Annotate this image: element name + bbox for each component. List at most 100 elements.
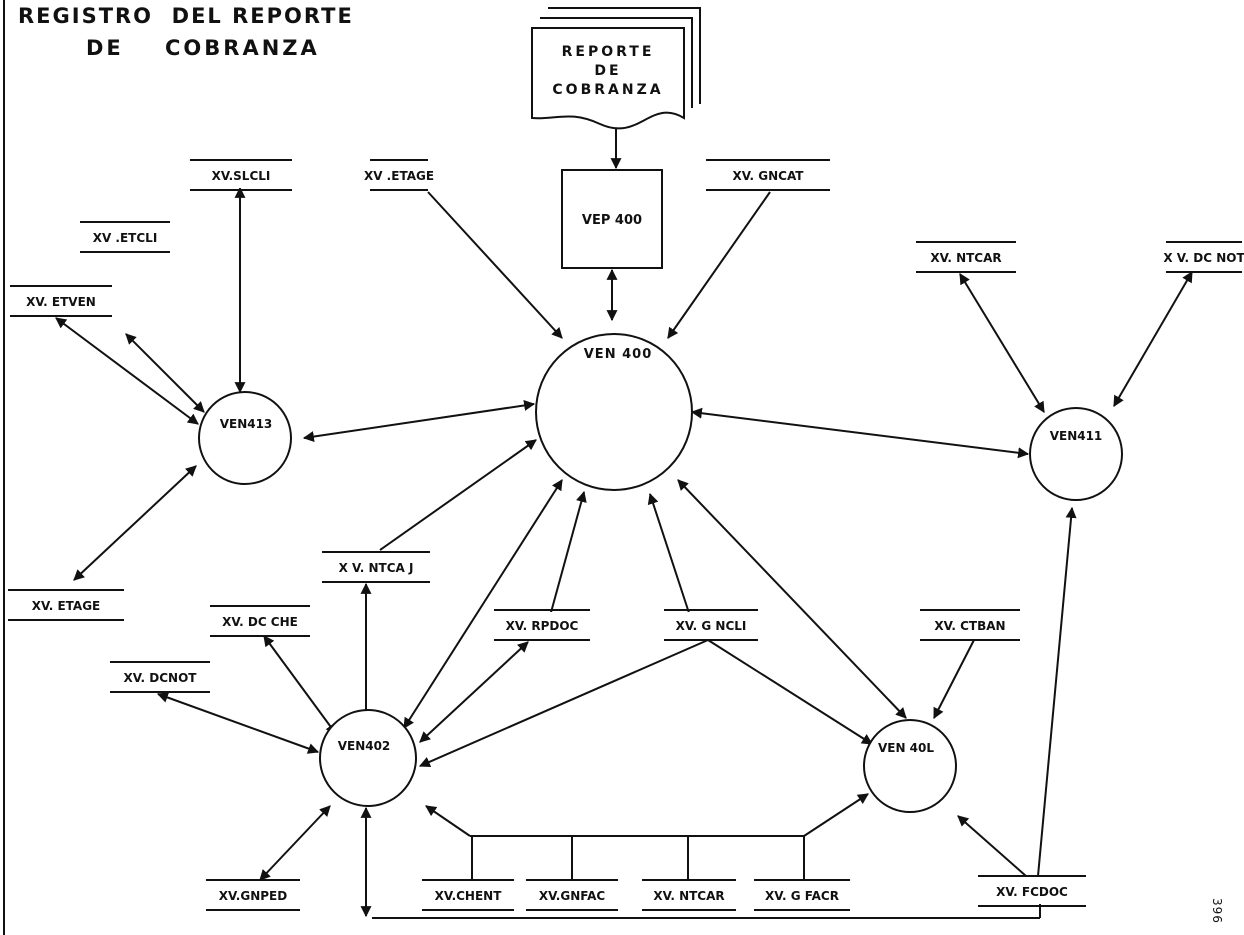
- flow-dcnot-ven402: [156, 692, 320, 754]
- store-label: XV. CTBAN: [934, 619, 1005, 633]
- process-ven411-circle: [1029, 407, 1123, 501]
- store-background: [8, 592, 124, 618]
- store-label: XV.GNPED: [219, 889, 287, 903]
- process-ven400-label: VEN 400: [584, 347, 652, 362]
- data-store-slcli: XV.SLCLI: [190, 159, 292, 191]
- flow-gncli-to-ven400: [647, 492, 691, 617]
- flow-etage-to-ven400: [427, 191, 563, 339]
- diagram-title-line-1: REGISTRO DEL REPORTE: [18, 4, 354, 28]
- store-label: XV. G NCLI: [676, 619, 747, 633]
- store-label: XV.GNFAC: [539, 889, 606, 903]
- flow-dcche-ven402: [263, 635, 337, 735]
- flow-ven400-ven411: [690, 407, 1030, 459]
- process-ven411-label: VEN411: [1050, 429, 1103, 443]
- store-background: [190, 162, 292, 188]
- data-store-etage-left: XV. ETAGE: [8, 589, 124, 621]
- flow-ntcar-ven411: [959, 273, 1045, 413]
- diagram-title-line-2: DE COBRANZA: [86, 36, 320, 60]
- document-line-3: COBRANZA: [552, 82, 663, 98]
- report-document: REPORTE DE COBRANZA: [531, 7, 701, 130]
- data-store-gfacr: XV. G FACR: [754, 879, 850, 911]
- flow-bus-to-ven401: [803, 793, 869, 837]
- flow-gncli-to-ven401: [707, 639, 873, 745]
- flow-ctban-to-ven401: [933, 639, 975, 719]
- store-label: XV .ETCLI: [93, 231, 158, 245]
- flow-etage-left-ven413: [73, 465, 197, 581]
- store-label: XV .ETAGE: [364, 169, 434, 183]
- flow-fcdoc-to-ven401: [957, 815, 1027, 877]
- store-background: [754, 882, 850, 908]
- flow-bus-to-ven402: [425, 805, 471, 837]
- store-label: XV. ETVEN: [26, 295, 96, 309]
- process-ven402-circle: [319, 709, 417, 807]
- store-label: X V. DC NOT: [1163, 251, 1244, 265]
- flow-gncli-to-ven402: [418, 639, 709, 768]
- store-label: XV. DC CHE: [222, 615, 298, 629]
- store-label: XV. NTCAR: [653, 889, 724, 903]
- store-background: [642, 882, 736, 908]
- document-middle-page: [540, 17, 693, 108]
- store-label: XV. NTCAR: [930, 251, 1001, 265]
- store-label: XV. DCNOT: [124, 671, 198, 685]
- data-store-fcdoc: XV. FCDOC: [978, 875, 1086, 907]
- vep400-box: [561, 169, 663, 269]
- store-label: XV. ETAGE: [32, 599, 101, 613]
- flow-ven400-ven401: [677, 479, 907, 719]
- data-store-dcche: XV. DC CHE: [210, 605, 310, 637]
- document-back-page: [548, 7, 701, 104]
- data-store-ntcar-right: XV. NTCAR: [916, 241, 1016, 273]
- data-store-ctban: XV. CTBAN: [920, 609, 1020, 641]
- data-store-rpdoc: XV. RPDOC: [494, 609, 590, 641]
- flow-ntcaj-to-ven400: [379, 439, 537, 551]
- data-store-gncat: XV. GNCAT: [706, 159, 830, 191]
- flow-etven-ven413: [55, 317, 199, 425]
- document-line-1: REPORTE: [562, 44, 655, 60]
- data-store-etcli: XV .ETCLI: [80, 221, 170, 253]
- document-front-page: [531, 27, 685, 130]
- store-background: [210, 608, 310, 634]
- flow-dcnot-ven411: [1113, 271, 1193, 407]
- store-background: [322, 554, 430, 580]
- process-ven402-label: VEN402: [338, 739, 391, 753]
- data-store-dcnot-left: XV. DCNOT: [110, 661, 210, 693]
- store-background: [664, 612, 758, 638]
- data-store-etage-top: XV .ETAGE: [364, 159, 434, 191]
- flow-rpdoc-ven402: [419, 641, 529, 743]
- data-store-gnfac: XV.GNFAC: [526, 879, 618, 911]
- flow-rpdoc-to-ven400: [549, 490, 587, 617]
- data-store-ntcar-bottom: XV. NTCAR: [642, 879, 736, 911]
- store-background: [978, 878, 1086, 904]
- store-background: [80, 224, 170, 250]
- store-label: XV.SLCLI: [212, 169, 271, 183]
- store-label: XV.CHENT: [435, 889, 503, 903]
- store-background: [706, 162, 830, 188]
- store-label: XV. RPDOC: [506, 619, 579, 633]
- store-label: X V. NTCA J: [339, 561, 414, 575]
- process-ven413-label: VEN413: [220, 417, 273, 431]
- data-store-gncli: XV. G NCLI: [664, 609, 758, 641]
- data-store-ntcaj: X V. NTCA J: [322, 551, 430, 583]
- flow-connectors: [55, 120, 1193, 919]
- data-store-dcnot-right: X V. DC NOT: [1163, 241, 1244, 273]
- store-label: XV. GNCAT: [733, 169, 805, 183]
- store-background: [494, 612, 590, 638]
- data-store-gnped: XV.GNPED: [206, 879, 300, 911]
- store-background: [10, 288, 112, 314]
- process-ven413-circle: [198, 391, 292, 485]
- data-store-chent: XV.CHENT: [422, 879, 514, 911]
- process-ven401-label: VEN 40L: [878, 741, 934, 755]
- process-ven400-circle: [535, 333, 693, 491]
- store-background: [1166, 244, 1242, 270]
- flow-gnped-ven402: [259, 805, 331, 881]
- data-store-etven: XV. ETVEN: [10, 285, 112, 317]
- store-background: [526, 882, 618, 908]
- flow-gncat-to-ven400: [667, 191, 771, 339]
- flow-ven413-ven400: [302, 400, 536, 442]
- store-background: [206, 882, 300, 908]
- store-label: XV. G FACR: [765, 889, 839, 903]
- store-background: [370, 162, 428, 188]
- store-background: [916, 244, 1016, 270]
- store-label: XV. FCDOC: [996, 885, 1068, 899]
- vep400-label: VEP 400: [582, 213, 642, 228]
